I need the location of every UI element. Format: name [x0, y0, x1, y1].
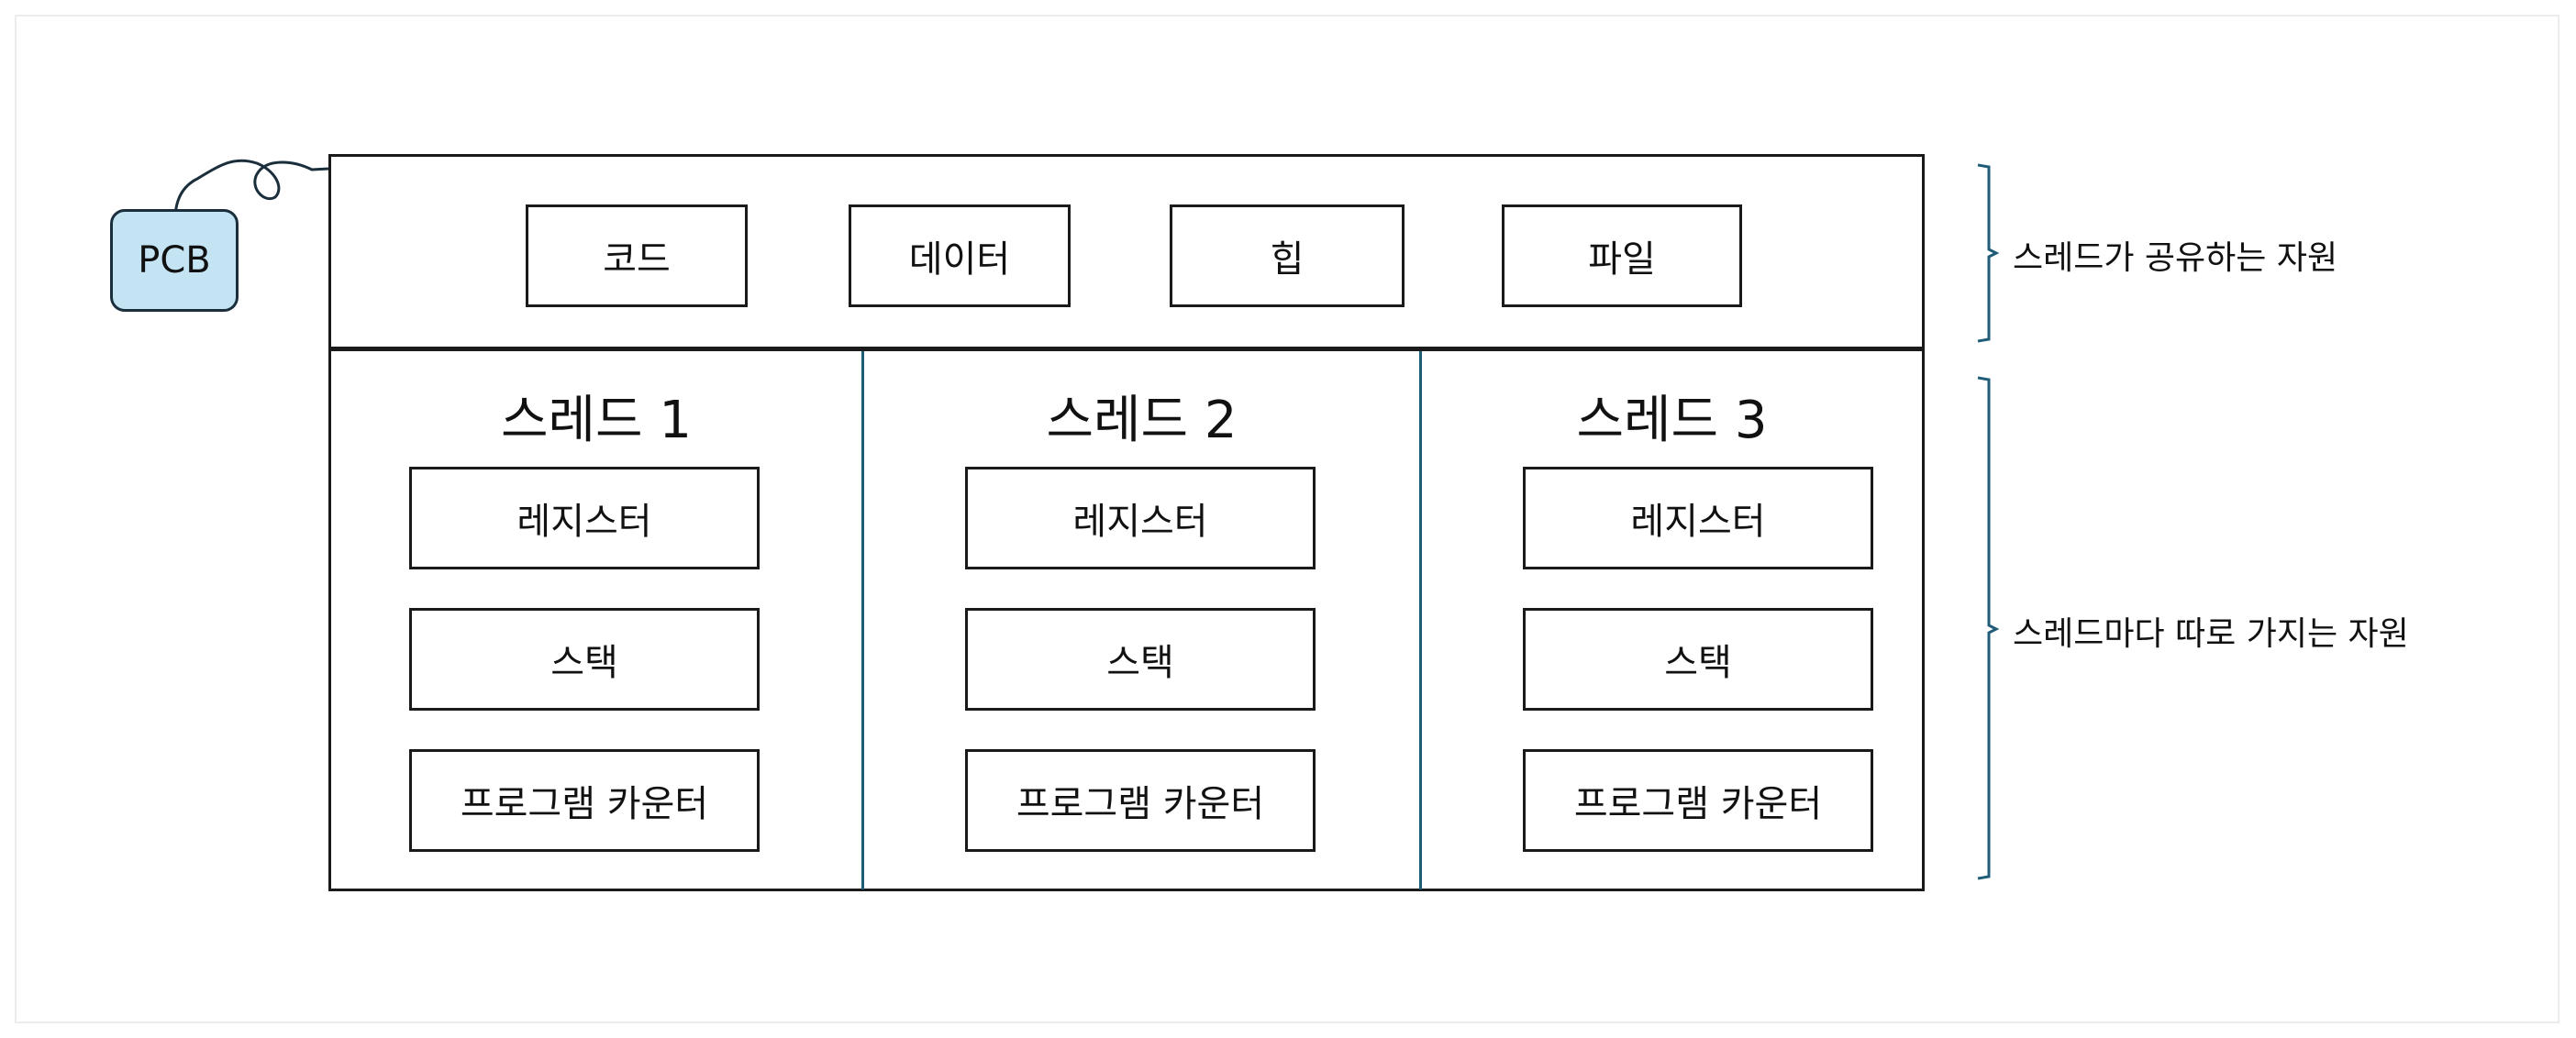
- process-frame: 코드 데이터 힙 파일 스레드 1 레지스터 스택 프로그램 카운터 스레드 2…: [328, 154, 1925, 891]
- shared-bracket: [1977, 163, 2000, 343]
- thread-title: 스레드 2: [1046, 391, 1238, 450]
- pcb-label: PCB: [138, 239, 211, 282]
- pcb-box: PCB: [110, 209, 239, 312]
- program-counter-box: 프로그램 카운터: [1523, 749, 1873, 852]
- program-counter-box: 프로그램 카운터: [409, 749, 760, 852]
- program-counter-label: 프로그램 카운터: [1573, 783, 1823, 825]
- stack-label: 스택: [1664, 642, 1732, 684]
- thread-title: 스레드 1: [501, 391, 692, 450]
- stack-label: 스택: [550, 642, 618, 684]
- register-box: 레지스터: [1523, 467, 1873, 569]
- data-label: 데이터: [908, 238, 1011, 281]
- per-thread-bracket: [1977, 376, 2000, 880]
- program-counter-box: 프로그램 카운터: [965, 749, 1316, 852]
- file-box: 파일: [1502, 204, 1742, 307]
- heap-label: 힙: [1270, 238, 1305, 281]
- stack-box: 스택: [1523, 608, 1873, 711]
- register-label: 레지스터: [1630, 501, 1766, 543]
- stack-label: 스택: [1106, 642, 1174, 684]
- code-label: 코드: [603, 238, 671, 281]
- thread-title: 스레드 3: [1576, 391, 1768, 450]
- program-counter-label: 프로그램 카운터: [1016, 783, 1265, 825]
- thread-divider-1: [861, 351, 864, 889]
- shared-resources-row: 코드 데이터 힙 파일: [331, 157, 1922, 351]
- stack-box: 스택: [409, 608, 760, 711]
- data-box: 데이터: [849, 204, 1071, 307]
- register-box: 레지스터: [409, 467, 760, 569]
- thread-divider-2: [1419, 351, 1422, 889]
- register-label: 레지스터: [1072, 501, 1208, 543]
- file-label: 파일: [1588, 238, 1656, 281]
- thread-column-3: 스레드 3 레지스터 스택 프로그램 카운터: [1422, 351, 1922, 889]
- thread-column-1: 스레드 1 레지스터 스택 프로그램 카운터: [331, 351, 861, 889]
- program-counter-label: 프로그램 카운터: [460, 783, 709, 825]
- thread-column-2: 스레드 2 레지스터 스택 프로그램 카운터: [864, 351, 1419, 889]
- register-box: 레지스터: [965, 467, 1316, 569]
- heap-box: 힙: [1170, 204, 1405, 307]
- code-box: 코드: [526, 204, 748, 307]
- pcb-connector-line: [173, 159, 329, 226]
- stack-box: 스택: [965, 608, 1316, 711]
- register-label: 레지스터: [516, 501, 652, 543]
- shared-resources-label: 스레드가 공유하는 자원: [2013, 239, 2338, 277]
- per-thread-resources-label: 스레드마다 따로 가지는 자원: [2013, 615, 2409, 653]
